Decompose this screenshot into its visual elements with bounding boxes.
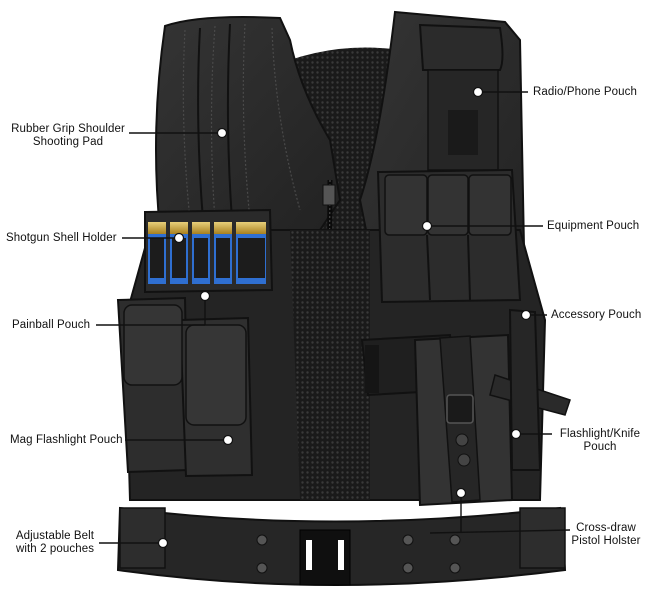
callout-cross-draw-pistol-holster: Cross-draw Pistol Holster: [566, 522, 646, 548]
callout-equipment-pouch: Equipment Pouch: [547, 220, 639, 233]
marker-dot: [157, 537, 169, 549]
marker-dot: [199, 290, 211, 302]
callout-line2: Shooting Pad: [32, 136, 104, 148]
radio-phone-pouch-shape: [418, 23, 504, 71]
marker-dot: [421, 220, 433, 232]
callout-line1: Cross-draw: [576, 522, 636, 534]
callout-line2: Pouch: [583, 441, 617, 453]
marker-dots: [157, 86, 532, 549]
marker-dot: [455, 487, 467, 499]
accessory-pouch-shape: [508, 308, 542, 471]
callout-line2: Pistol Holster: [571, 535, 641, 547]
callout-line1: Painball Pouch: [12, 319, 91, 331]
holster-shape: [360, 333, 571, 507]
marker-dot: [216, 127, 228, 139]
left-shoulder-panel: [155, 16, 342, 231]
callout-accessory-pouch: Accessory Pouch: [551, 309, 641, 322]
marker-dot: [472, 86, 484, 98]
callout-line1: Adjustable Belt: [15, 530, 95, 542]
callout-line1: Radio/Phone Pouch: [533, 86, 637, 98]
callout-shotgun-shell-holder: Shotgun Shell Holder: [6, 232, 117, 245]
callout-radio-phone-pouch: Radio/Phone Pouch: [533, 86, 637, 99]
callout-line2: with 2 pouches: [15, 543, 95, 555]
callout-flashlight-knife-pouch: Flashlight/Knife Pouch: [555, 428, 645, 454]
marker-dot: [510, 428, 522, 440]
callout-line1: Equipment Pouch: [547, 220, 640, 232]
callout-line1: Rubber Grip Shoulder: [11, 123, 125, 135]
marker-dot: [222, 434, 234, 446]
callout-line1: Shotgun Shell Holder: [6, 232, 117, 244]
callout-line1: Mag Flashlight Pouch: [10, 434, 123, 446]
callout-adjustable-belt: Adjustable Belt with 2 pouches: [12, 530, 98, 556]
callout-mag-flashlight-pouch: Mag Flashlight Pouch: [10, 434, 123, 447]
callout-line1: Accessory Pouch: [551, 309, 642, 321]
callout-rubber-grip-shoulder-shooting-pad: Rubber Grip Shoulder Shooting Pad: [8, 123, 128, 149]
equipment-pouch-shape: [376, 168, 522, 304]
belt-shape: [116, 506, 567, 586]
shotgun-shell-holder-shape: [144, 208, 274, 294]
callout-line1: Flashlight/Knife: [559, 428, 641, 440]
marker-dot: [520, 309, 532, 321]
callout-painball-pouch: Painball Pouch: [12, 319, 90, 332]
marker-dot: [173, 232, 185, 244]
